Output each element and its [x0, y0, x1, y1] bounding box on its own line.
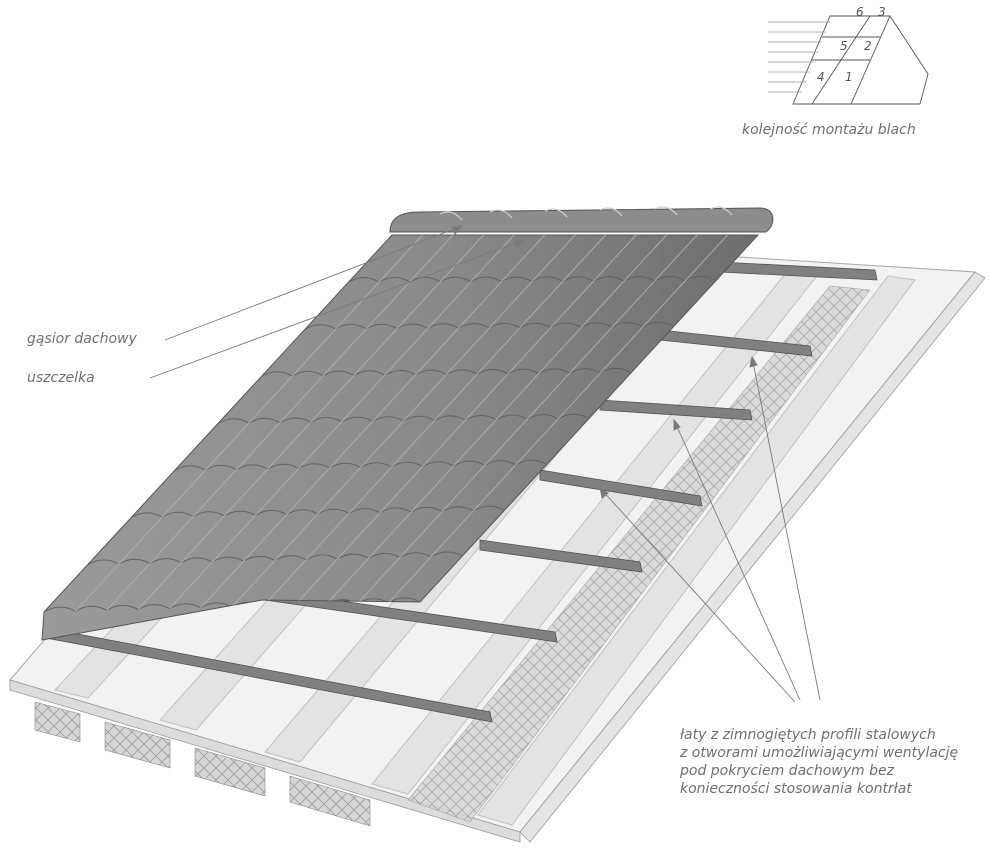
inset-number-3: 3	[878, 5, 886, 19]
inset-number-2: 2	[864, 39, 872, 53]
ridge-cap-body	[389, 207, 774, 233]
battens-description-line: łaty z zimnogiętych profili stalowych	[680, 727, 936, 743]
insulation-block	[289, 775, 371, 827]
battens-description-line: z otworami umożliwiającymi wentylację	[680, 745, 959, 761]
insulation-block	[104, 721, 171, 769]
insulation-blocks	[34, 285, 871, 827]
roof-deck	[9, 234, 986, 843]
gasket-label: uszczelka	[27, 370, 95, 386]
gasket-leader	[149, 239, 525, 379]
batten-leader	[751, 356, 821, 701]
leader-lines	[149, 225, 821, 703]
batten	[539, 469, 703, 507]
batten-arrowhead	[749, 355, 758, 368]
gasket-arrowhead	[513, 239, 526, 248]
batten-arrowhead	[599, 487, 609, 499]
insulation-block	[34, 701, 81, 743]
deck-side-edge	[519, 271, 986, 843]
ridge-cap	[389, 206, 774, 233]
ridge-cap-ribs	[439, 206, 733, 221]
rafter	[477, 275, 916, 826]
inset-caption: kolejność montażu blach	[742, 122, 916, 138]
ridge-cap-leader	[164, 225, 463, 341]
inset-number-4: 4	[817, 70, 825, 84]
insulation-block	[194, 747, 266, 797]
battens-description: łaty z zimnogiętych profili stalowych z …	[680, 726, 958, 798]
batten-leader	[673, 419, 801, 701]
inset-number-5: 5	[840, 39, 848, 53]
battens-description-line: konieczności stosowania kontrłat	[680, 781, 912, 797]
inset-number-6: 6	[856, 5, 864, 19]
battens-description-line: pod pokryciem dachowym bez	[680, 763, 894, 779]
inset-hatching	[768, 21, 830, 93]
inset-number-1: 1	[845, 70, 853, 84]
ridge-cap-arrowhead	[451, 225, 464, 235]
deck-front-edge	[9, 679, 521, 843]
tile-ribs	[74, 235, 728, 612]
ridge-cap-label: gąsior dachowy	[27, 331, 137, 347]
batten-leader	[599, 487, 796, 703]
installation-order-inset	[768, 15, 929, 105]
roof-sheet	[41, 234, 760, 641]
inset-gable	[889, 15, 929, 105]
batten-arrowhead	[673, 418, 681, 431]
insulation-strip	[407, 285, 871, 823]
batten	[479, 539, 643, 573]
battens	[45, 261, 878, 723]
